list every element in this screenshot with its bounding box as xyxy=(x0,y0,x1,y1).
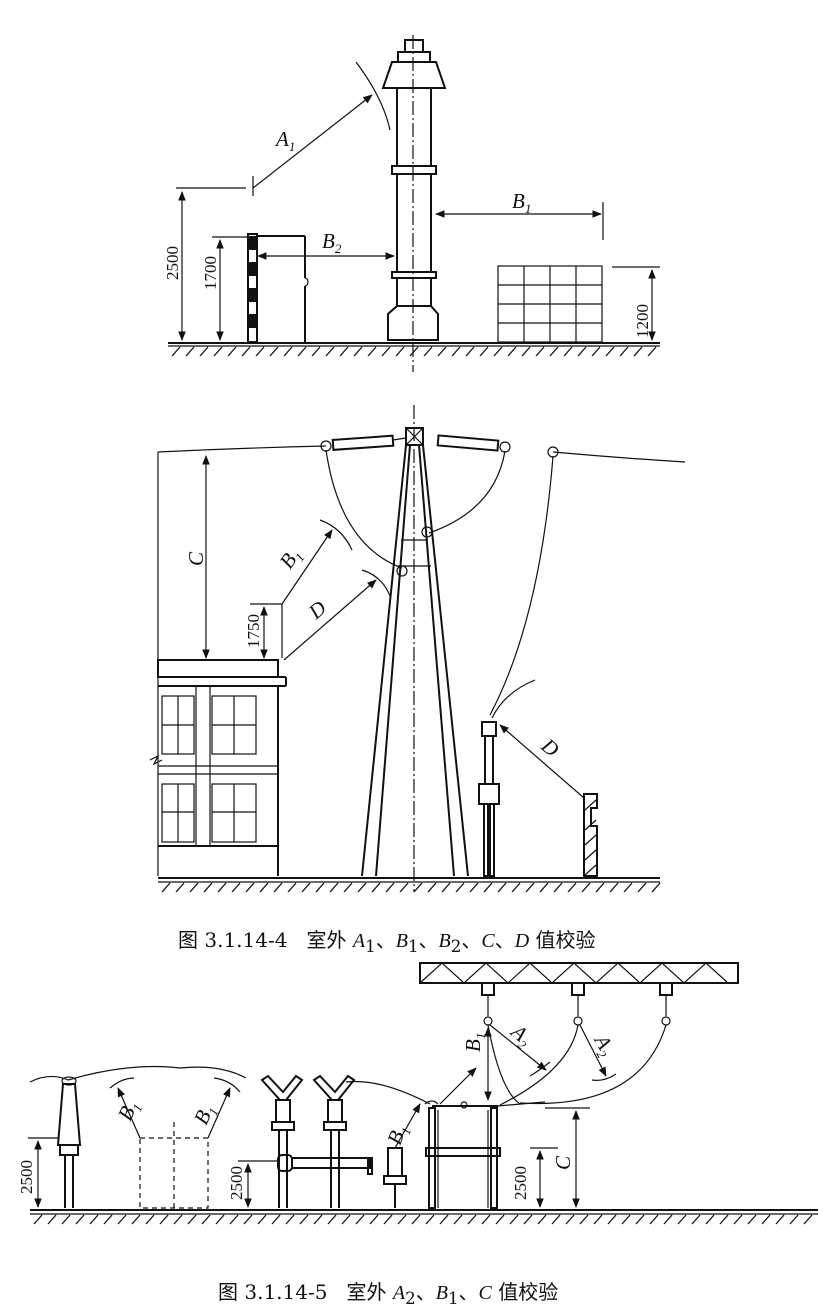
label-A1: A1 xyxy=(274,127,295,154)
figure-2-tower-clearance: C 1750 B1 D xyxy=(149,405,686,893)
dim-text-2500-b: 2500 xyxy=(227,1166,246,1200)
dim-1200: 1200 xyxy=(612,266,660,341)
clearance-A1: A1 xyxy=(252,61,391,196)
clearance-D-right: D xyxy=(491,679,585,799)
figure-3-substation-clearance: 2500 B1 B1 xyxy=(17,962,818,1225)
label-A2-a: A2 xyxy=(503,1018,537,1053)
dim-2500-bottom-b: 2500 xyxy=(227,1160,278,1208)
ground-line-1 xyxy=(168,342,660,357)
dim-text-1200: 1200 xyxy=(633,304,652,338)
conductor-left xyxy=(157,445,327,453)
left-post-insulator xyxy=(56,1076,82,1208)
jumper-left xyxy=(325,449,403,569)
dim-C: C xyxy=(184,455,210,659)
jumper-right xyxy=(428,450,506,534)
suspension-insulators xyxy=(481,982,673,1026)
figure-5-caption: 图 3.1.14-5 室外 A2、B1、C 值校验 xyxy=(218,1280,559,1308)
building xyxy=(149,452,287,876)
insulator-string-left xyxy=(320,434,407,452)
bushing-insulator xyxy=(381,39,447,341)
clearance-B1-vertical: B1 xyxy=(439,1027,492,1105)
clearance-B1-zone: B1 B1 xyxy=(109,1077,241,1209)
label-B1-mech: B1 xyxy=(382,1121,414,1148)
label-D-right: D xyxy=(536,733,564,762)
jumper-loop-1 xyxy=(499,1024,579,1106)
label-A2-b: A2 xyxy=(586,1029,620,1061)
label-B1-vert: B1 xyxy=(461,1033,488,1052)
figure-4-caption: 图 3.1.14-4 室外 A1、B1、B2、C、D 值校验 xyxy=(178,928,596,956)
drop-conductor xyxy=(489,455,554,716)
label-B1-right: B1 xyxy=(189,1100,222,1129)
dim-1750: 1750 xyxy=(244,603,282,659)
conductor-bottom-mid xyxy=(345,1080,431,1105)
v-disconnector-2 xyxy=(312,1074,356,1208)
clearance-B1-top: B1 xyxy=(435,189,604,240)
fence-left xyxy=(247,233,309,343)
fence-right-grid xyxy=(497,265,603,343)
v-disconnector-1 xyxy=(260,1074,304,1208)
insulator-string-right xyxy=(436,434,559,458)
label-C-bottom: C xyxy=(551,1155,575,1170)
clearance-D-mid: D xyxy=(283,569,391,661)
dim-1700: 1700 xyxy=(201,236,247,341)
label-B1-top: B1 xyxy=(512,189,531,216)
clearance-B1-mid: B1 xyxy=(274,519,353,658)
clearance-A2-b: A2 xyxy=(579,1024,620,1081)
overhead-truss xyxy=(419,962,739,1026)
dim-2500-bottom-c: 2500 xyxy=(511,1147,558,1208)
operating-mechanism xyxy=(277,1147,407,1208)
dim-text-1750: 1750 xyxy=(244,614,263,648)
clearance-A2-a: A2 xyxy=(489,1018,551,1077)
label-B2: B2 xyxy=(322,229,342,256)
dim-C-bottom: C xyxy=(545,1107,590,1208)
figure-1-bushing-clearance: 2500 1700 1200 A1 B1 xyxy=(163,35,660,372)
dim-2500-top: 2500 xyxy=(163,187,246,341)
clearance-B1-mech: B1 xyxy=(382,1103,421,1149)
jumper-loop-2 xyxy=(519,1024,667,1105)
right-frame-structure xyxy=(424,1100,546,1209)
conductor-right xyxy=(552,451,686,463)
clearance-B2: B2 xyxy=(257,229,398,266)
wall-right xyxy=(583,793,598,877)
label-D-mid: D xyxy=(303,596,331,625)
label-C-mid: C xyxy=(184,551,208,566)
dim-text-2500: 2500 xyxy=(163,246,182,280)
label-B1-left: B1 xyxy=(113,1096,146,1125)
label-B1-mid: B1 xyxy=(274,543,307,574)
transmission-tower xyxy=(361,427,469,877)
conductor-bottom-left xyxy=(29,1065,247,1083)
post-insulator-equipment xyxy=(478,721,500,877)
dim-2500-bottom-a: 2500 xyxy=(17,1137,58,1208)
dim-text-2500-a: 2500 xyxy=(17,1160,36,1194)
dim-text-1700: 1700 xyxy=(201,256,220,290)
dim-text-2500-c: 2500 xyxy=(511,1166,530,1200)
